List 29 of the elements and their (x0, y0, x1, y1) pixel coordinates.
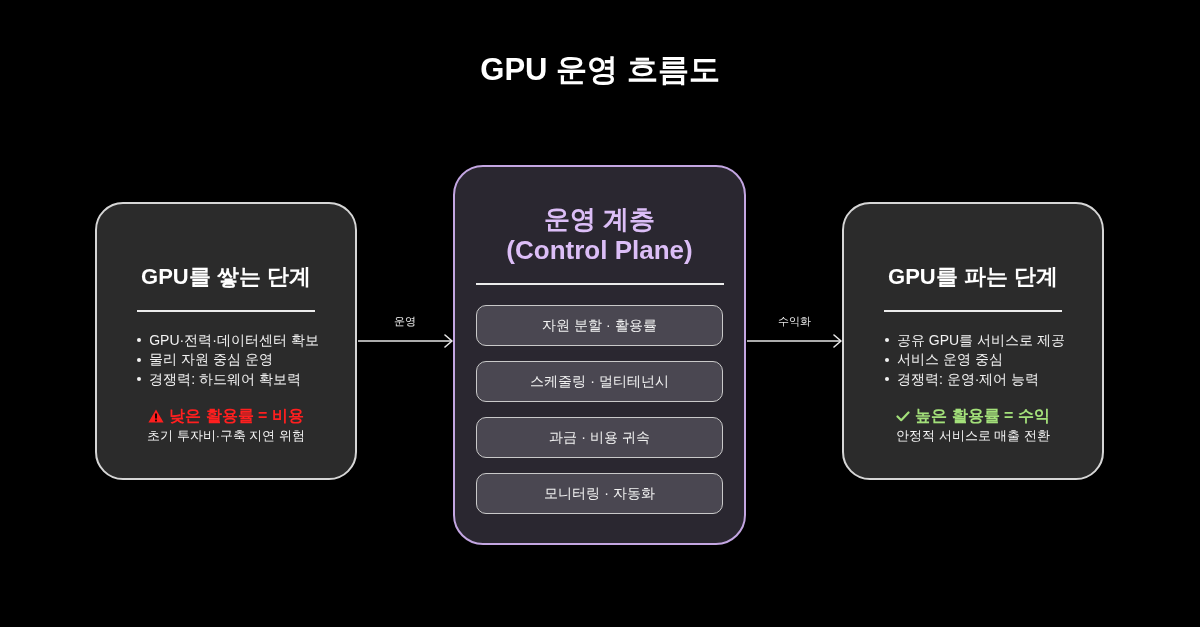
function-label: 모니터링 · 자동화 (544, 483, 655, 503)
bullet-item: GPU·전력·데이터센터 확보 (149, 330, 319, 350)
function-box (476, 416, 723, 458)
arrow (357, 334, 453, 348)
bullet-item: 공유 GPU를 서비스로 제공 (897, 330, 1065, 350)
edge-label: 수익화 (775, 314, 813, 328)
layer-panel (453, 165, 746, 545)
note-text: 안정적 서비스로 매출 전환 (896, 428, 1050, 445)
edge-label: 운영 (392, 314, 418, 328)
card-heading: GPU를 파는 단계 (888, 263, 1058, 291)
card-heading: GPU를 쌓는 단계 (141, 263, 311, 291)
diagram-title: GPU 운영 흐름도 (480, 51, 720, 89)
function-box (476, 472, 723, 514)
bullet-item: 경쟁력: 운영·제어 능력 (897, 369, 1040, 389)
panel-heading: 운영 계층 (Control Plane) (505, 204, 694, 266)
bullet-item: 경쟁력: 하드웨어 확보력 (149, 369, 301, 389)
bullet-item: 물리 자원 중심 운영 (149, 350, 273, 369)
note-text: 초기 투자비·구축 지연 위험 (147, 428, 305, 445)
function-label: 자원 분할 · 활용률 (542, 315, 657, 335)
function-box (476, 304, 723, 346)
function-label: 스케줄링 · 멀티테넌시 (530, 371, 669, 391)
status-text: 높은 활용률 = 수익 (915, 406, 1050, 426)
function-label: 과금 · 비용 귀속 (549, 427, 650, 447)
stage-card (842, 202, 1104, 480)
status-text: 낮은 활용률 = 비용 (169, 406, 304, 426)
bullet-item: 서비스 운영 중심 (897, 350, 1003, 369)
arrow (746, 334, 842, 348)
stage-card (95, 202, 357, 480)
function-box (476, 360, 723, 402)
